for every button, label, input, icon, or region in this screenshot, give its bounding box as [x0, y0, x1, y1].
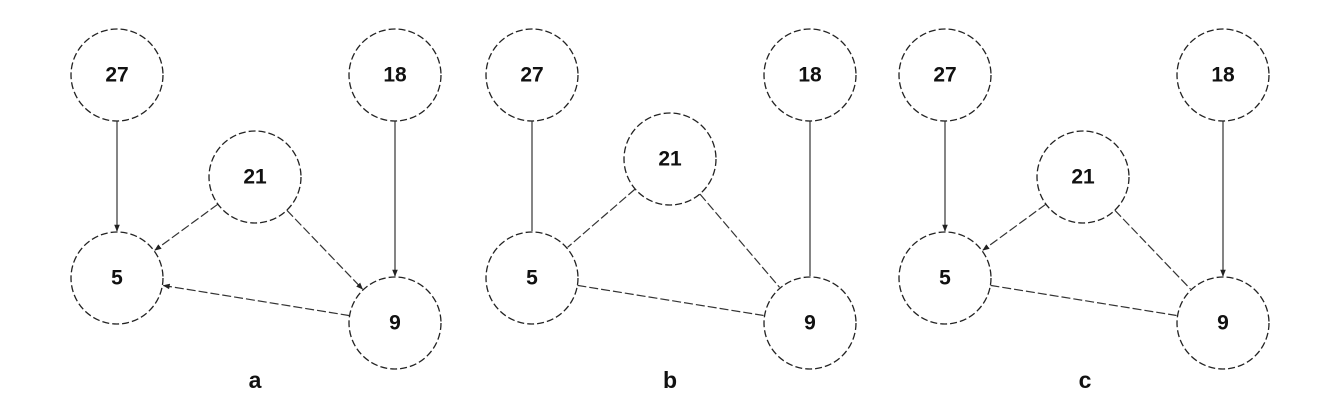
- panel-b-edge-5-9: [577, 284, 764, 317]
- panel-c-node-18: 18: [1176, 28, 1270, 122]
- panel-c-node-27: 27: [898, 28, 992, 122]
- node-label: 21: [243, 166, 267, 189]
- panel-a-node-5: 5: [70, 231, 164, 325]
- node-label: 27: [105, 64, 128, 87]
- panel-b-label: b: [663, 367, 677, 393]
- node-label: 27: [933, 64, 956, 87]
- node-circle: [70, 28, 164, 122]
- panel-c-nodes: 27 18 21 5 9: [898, 28, 1270, 370]
- panel-a-node-18: 18: [348, 28, 442, 122]
- node-label: 9: [389, 312, 401, 335]
- node-circle: [208, 130, 302, 224]
- panel-a-edges: [114, 121, 398, 317]
- node-label: 27: [520, 64, 543, 87]
- panel-b-node-9: 9: [763, 276, 857, 370]
- node-label: 21: [658, 148, 682, 171]
- node-circle: [1036, 130, 1130, 224]
- node-label: 9: [804, 312, 816, 335]
- panel-a-edge-9-5: [162, 283, 350, 317]
- panel-c-edge-21-5: [982, 203, 1047, 251]
- panel-b-node-27: 27: [485, 28, 579, 122]
- panel-b-nodes: 27 18 21 5 9: [485, 28, 857, 370]
- node-circle: [763, 28, 857, 122]
- node-circle: [898, 28, 992, 122]
- panel-a-node-21: 21: [208, 130, 302, 224]
- panel-b-node-18: 18: [763, 28, 857, 122]
- panel-c-edge-21-9: [1114, 209, 1191, 290]
- node-circle: [623, 112, 717, 206]
- panel-c: 27 18 21 5 9 c: [898, 28, 1270, 393]
- panel-c-edges: [942, 121, 1226, 317]
- panel-c-node-21: 21: [1036, 130, 1130, 224]
- node-label: 5: [111, 267, 123, 290]
- panel-b: 27 18 21 5 9 b: [485, 28, 857, 393]
- panel-c-node-9: 9: [1176, 276, 1270, 370]
- panel-c-label: c: [1079, 367, 1092, 393]
- node-circle: [485, 231, 579, 325]
- panel-c-edge-5-9: [990, 284, 1177, 317]
- panel-b-edge-21-5: [567, 188, 636, 248]
- node-label: 5: [939, 267, 951, 290]
- node-label: 21: [1071, 166, 1095, 189]
- panel-b-edge-21-9: [699, 193, 780, 288]
- node-circle: [485, 28, 579, 122]
- panel-b-node-21: 21: [623, 112, 717, 206]
- node-circle: [1176, 276, 1270, 370]
- panel-a-edge-21-9: [286, 209, 363, 290]
- node-circle: [898, 231, 992, 325]
- node-circle: [763, 276, 857, 370]
- node-label: 18: [1211, 64, 1235, 87]
- panel-a: 27 18 21 5 9 a: [70, 28, 442, 393]
- panel-b-node-5: 5: [485, 231, 579, 325]
- panel-a-node-9: 9: [348, 276, 442, 370]
- node-label: 18: [798, 64, 822, 87]
- node-circle: [348, 276, 442, 370]
- panel-a-edge-21-5: [154, 203, 219, 251]
- node-label: 9: [1217, 312, 1229, 335]
- panel-a-label: a: [249, 367, 262, 393]
- node-label: 18: [383, 64, 407, 87]
- panel-b-edges: [531, 121, 811, 317]
- panel-c-node-5: 5: [898, 231, 992, 325]
- node-circle: [348, 28, 442, 122]
- panel-a-node-27: 27: [70, 28, 164, 122]
- node-circle: [1176, 28, 1270, 122]
- node-circle: [70, 231, 164, 325]
- node-label: 5: [526, 267, 538, 290]
- panel-a-nodes: 27 18 21 5 9: [70, 28, 442, 370]
